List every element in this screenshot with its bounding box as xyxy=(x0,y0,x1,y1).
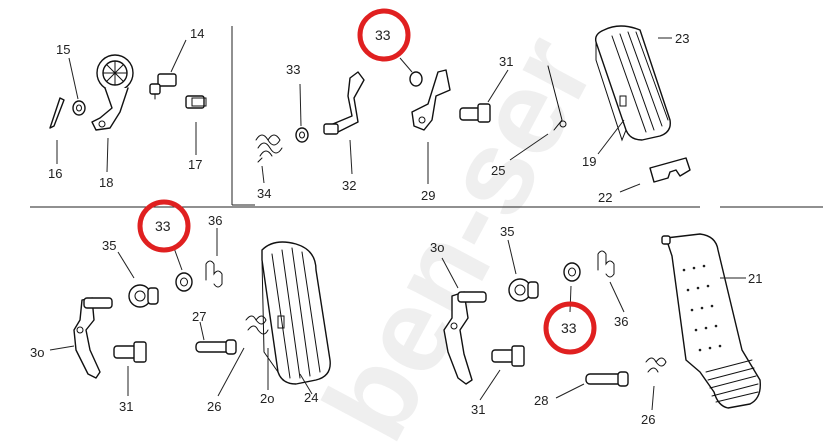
group-bottom-left: 35 36 3o 31 27 26 2o 24 33 xyxy=(30,199,331,414)
label-2o: 2o xyxy=(260,391,274,406)
label-32: 32 xyxy=(342,178,356,193)
label-36-left: 36 xyxy=(208,213,222,228)
label-28: 28 xyxy=(534,393,548,408)
spring-clip-36-right xyxy=(597,250,615,278)
label-31-right: 31 xyxy=(471,402,485,417)
bolt-31-right xyxy=(491,349,515,363)
group-bottom-right: 3o 35 36 31 28 26 21 33 xyxy=(430,224,762,427)
spring-clip-36-left xyxy=(205,260,223,288)
highlight-circle-left xyxy=(137,199,191,253)
label-29: 29 xyxy=(421,188,435,203)
label-3o-right: 3o xyxy=(430,240,444,255)
label-17: 17 xyxy=(188,157,202,172)
clip-16 xyxy=(49,97,65,129)
label-33-left-circled: 33 xyxy=(155,218,171,234)
washer-33-right xyxy=(563,262,581,282)
lever-rod-32 xyxy=(327,71,365,133)
label-15: 15 xyxy=(56,42,70,57)
label-26-right: 26 xyxy=(641,412,655,427)
label-33-right-circled: 33 xyxy=(561,320,577,336)
label-27: 27 xyxy=(192,309,206,324)
pedal-24 xyxy=(261,241,331,385)
lever-3o-left xyxy=(73,297,101,379)
washer-33 xyxy=(295,127,309,143)
spring-34 xyxy=(255,134,283,163)
group-top-left: 14 15 16 17 18 xyxy=(48,26,207,190)
group-top-right: 33 34 32 31 29 25 23 19 22 33 xyxy=(255,8,691,205)
pedal-21 xyxy=(661,233,761,409)
wire-clip-25 xyxy=(547,65,563,131)
lever-3o-right xyxy=(443,291,473,385)
label-24: 24 xyxy=(304,390,318,405)
washer-15 xyxy=(72,100,86,116)
label-16: 16 xyxy=(48,166,62,181)
label-33-top-plain: 33 xyxy=(286,62,300,77)
label-33-top-circled: 33 xyxy=(375,27,391,43)
label-31-left: 31 xyxy=(119,399,133,414)
label-36-right: 36 xyxy=(614,314,628,329)
washer-33-top-circled xyxy=(409,71,423,87)
label-19: 19 xyxy=(582,154,596,169)
pedal-21-dots xyxy=(682,264,722,352)
label-18: 18 xyxy=(99,175,113,190)
spring-26-right xyxy=(645,357,667,373)
label-35-left: 35 xyxy=(102,238,116,253)
label-22: 22 xyxy=(598,190,612,205)
bolt-17 xyxy=(185,95,207,109)
pedal-19 xyxy=(594,25,671,142)
label-31-top: 31 xyxy=(499,54,513,69)
spring-26-left xyxy=(245,315,269,335)
bolt-31-top xyxy=(459,103,491,123)
roller-bracket-18 xyxy=(91,54,134,131)
label-23: 23 xyxy=(675,31,689,46)
label-3o-left: 3o xyxy=(30,345,44,360)
highlight-circle-right xyxy=(543,301,597,355)
label-26-left: 26 xyxy=(207,399,221,414)
label-25: 25 xyxy=(491,163,505,178)
pin-28 xyxy=(585,373,623,385)
washer-33-left xyxy=(175,272,193,292)
bolt-31-left xyxy=(113,345,137,359)
highlight-circle-top xyxy=(357,8,411,62)
label-34: 34 xyxy=(257,186,271,201)
bracket-22 xyxy=(649,157,691,183)
label-21: 21 xyxy=(748,271,762,286)
lever-29 xyxy=(411,69,451,131)
pin-14 xyxy=(149,73,177,100)
label-14: 14 xyxy=(190,26,204,41)
label-35-right: 35 xyxy=(500,224,514,239)
